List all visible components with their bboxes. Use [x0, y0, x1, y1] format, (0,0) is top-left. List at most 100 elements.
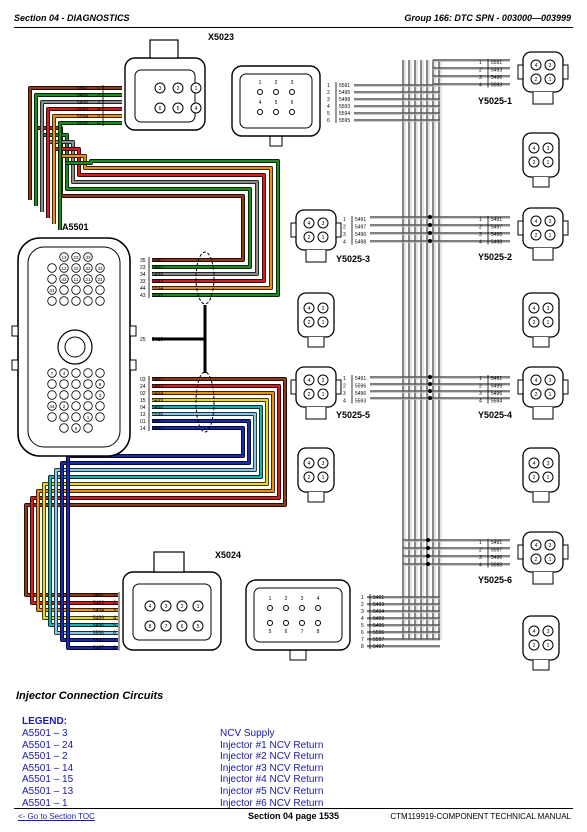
wire-number: 5495 [152, 265, 163, 271]
injector-pin [317, 388, 329, 400]
wire-5410 [152, 305, 207, 373]
injector-pin [303, 217, 315, 229]
wire-number: 5498 [152, 272, 163, 278]
x5024-side-pin-number: 2 [285, 596, 288, 602]
injector-pin [544, 59, 556, 71]
injector-pin [544, 374, 556, 386]
pin-number: 1 [343, 217, 346, 223]
a5501-pin [47, 296, 57, 306]
pin-number: 1 [327, 83, 330, 89]
pin-number: 2 [361, 602, 364, 608]
plug-pin [317, 302, 329, 314]
a5501-pin-number: 6 [75, 426, 78, 431]
pin-number: 8 [113, 646, 116, 652]
legend-pin: A5501 – 24 [22, 739, 74, 751]
injector-pin [544, 229, 556, 241]
splice-dot [428, 375, 432, 379]
x5023-pin-number: 3 [159, 86, 162, 92]
injector-pin-number: 2 [535, 233, 538, 239]
injector-pin [317, 217, 329, 229]
wire-number: 5595 [339, 118, 350, 124]
x5023-side-body [231, 65, 321, 137]
a5501-pin [71, 263, 81, 273]
wire-number: 5593 [152, 279, 163, 285]
section-toc-link[interactable]: <- Go to Section TOC [18, 812, 95, 821]
wire [48, 140, 259, 276]
a5501-pin [71, 285, 81, 295]
pin-number: 13 [140, 412, 146, 418]
wire-number: 5497 [152, 426, 163, 432]
a5501-pin [71, 368, 81, 378]
plug-pin [542, 639, 554, 651]
a5501-pin [95, 263, 105, 273]
pin-number: 1 [479, 217, 482, 223]
wire [60, 419, 251, 642]
pin-number: 4 [479, 240, 482, 246]
wire-number: 5593 [339, 104, 350, 110]
wire-number: 5499 [373, 616, 384, 622]
wire-number: 5496 [491, 555, 502, 561]
pin-number: 2 [343, 384, 346, 390]
a5501-pin-number: 33 [85, 255, 91, 260]
plug-base [307, 492, 325, 503]
wire-number: 5493 [491, 68, 502, 74]
x5023-side-pin-number: 4 [259, 100, 262, 106]
a5501-pin [83, 379, 93, 389]
legend-pin: A5501 – 13 [22, 785, 74, 797]
injector-pin-number: 4 [535, 63, 538, 69]
injector-pin-number: 4 [535, 219, 538, 225]
wire-number: 5493 [152, 384, 163, 390]
a5501-pin-number: 44 [49, 404, 55, 409]
injector-pin [317, 231, 329, 243]
a5501-pin [71, 274, 81, 284]
plug-pin [528, 471, 540, 483]
plug-pin [303, 471, 315, 483]
section-title: Section 04 - DIAGNOSTICS [14, 13, 130, 23]
pin-number: 4 [343, 240, 346, 246]
a5501-pin-number: 31 [97, 277, 103, 282]
a5501-pin-number: 43 [97, 266, 103, 271]
wire [66, 159, 280, 297]
pin-number: 3 [113, 608, 116, 614]
a5501-pin [83, 263, 93, 273]
x5023-side-pin [257, 89, 263, 95]
x5023-side-pin-number: 1 [259, 80, 262, 86]
a5501-pin [83, 401, 93, 411]
x5024-pin-number: 4 [149, 604, 152, 610]
wire-number: 5491 [355, 217, 366, 223]
footer-rule [14, 808, 573, 809]
pin-number: 3 [479, 555, 482, 561]
injector-latch [305, 250, 327, 263]
a5501-pin [59, 252, 69, 262]
plug-pin-number: 1 [547, 643, 550, 649]
pin-number: 4 [479, 83, 482, 89]
plug-pin-number: 2 [533, 160, 536, 166]
injector-pin-number: 1 [549, 557, 552, 563]
wire-number: 5591 [152, 258, 163, 264]
injector-latch [305, 407, 327, 420]
injector-pin [303, 388, 315, 400]
x5024-side-key [289, 650, 307, 661]
a5501-pin [83, 252, 93, 262]
injector-pin-number: 3 [549, 63, 552, 69]
injector-pin-number: 1 [549, 392, 552, 398]
x5024-pin-number: 8 [149, 624, 152, 630]
x5024-side-inner [253, 587, 343, 643]
injector-tab [517, 544, 524, 560]
splice-dot [428, 215, 432, 219]
injector-pin-number: 2 [308, 235, 311, 241]
a5501-pin-number: 1 [87, 415, 90, 420]
wire [60, 154, 273, 290]
